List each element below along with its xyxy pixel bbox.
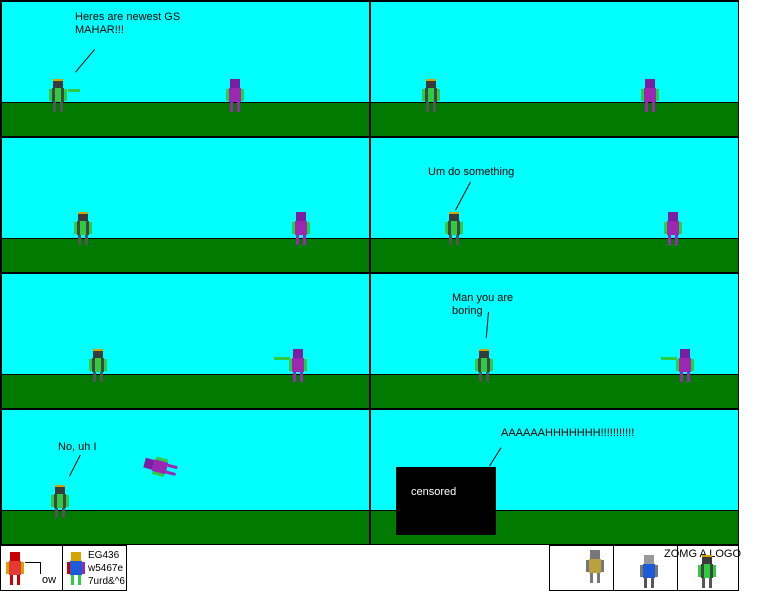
panel-6: Man you are boring [371, 274, 738, 408]
blaster-shot [274, 357, 290, 360]
ground [371, 238, 738, 272]
speech-text: Heres are newest GS MAHAR!!! [75, 11, 181, 36]
ground [2, 374, 369, 408]
logo-figure-3 [698, 555, 716, 589]
green-character [422, 79, 440, 113]
ground [371, 374, 738, 408]
panel-8: AAAAAAHHHHHHH!!!!!!!!!!! censored [371, 410, 738, 544]
logo-box: ZOMG A LOGO [549, 545, 742, 591]
speech-tail [69, 454, 81, 477]
character-thumbnail: ow [1, 546, 63, 590]
green-character [475, 349, 493, 383]
speech-text: Um do something [428, 166, 515, 178]
red-character [6, 552, 24, 586]
purple-character [664, 212, 682, 246]
ground [2, 238, 369, 272]
credits-box: ow EG436 w5467e 7urd&^6 [0, 545, 127, 591]
logo-text: ZOMG A LOGO [664, 548, 742, 560]
panel-5 [2, 274, 369, 408]
speech-text: Man you are boring [452, 292, 514, 317]
author-tag: EG436 w5467e 7urd&^6 [88, 550, 125, 587]
censor-label: censored [411, 486, 457, 498]
green-character [89, 349, 107, 383]
purple-character-flying [142, 454, 180, 480]
logo-figure-2 [614, 546, 678, 590]
purple-character [292, 212, 310, 246]
logo-figure-1 [550, 546, 614, 590]
author-avatar [67, 552, 85, 586]
speech-tail [489, 447, 502, 467]
panel-3 [2, 138, 369, 272]
panel-4: Um do something [371, 138, 738, 272]
speech-text: AAAAAAHHHHHHH!!!!!!!!!!! [501, 427, 635, 439]
ground [2, 102, 369, 136]
thumbnail-caption: ow [42, 574, 57, 586]
aim-line [25, 562, 41, 574]
speech-tail [75, 49, 96, 73]
speech-text: No, uh I [58, 441, 97, 453]
green-character [445, 212, 463, 246]
panel-1: Heres are newest GS MAHAR!!! [2, 2, 369, 136]
censor-box: censored [396, 467, 496, 535]
green-character [74, 212, 92, 246]
panel-7: No, uh I [2, 410, 369, 544]
blaster-shot [68, 89, 80, 92]
panel-2 [371, 2, 738, 136]
purple-character [289, 349, 307, 383]
purple-character [226, 79, 244, 113]
green-character [49, 79, 67, 113]
comic-grid: Heres are newest GS MAHAR!!! Um do some [0, 0, 739, 545]
purple-character [641, 79, 659, 113]
blaster-shot [661, 357, 677, 360]
speech-tail [455, 181, 471, 211]
green-character [51, 485, 69, 519]
purple-character [676, 349, 694, 383]
